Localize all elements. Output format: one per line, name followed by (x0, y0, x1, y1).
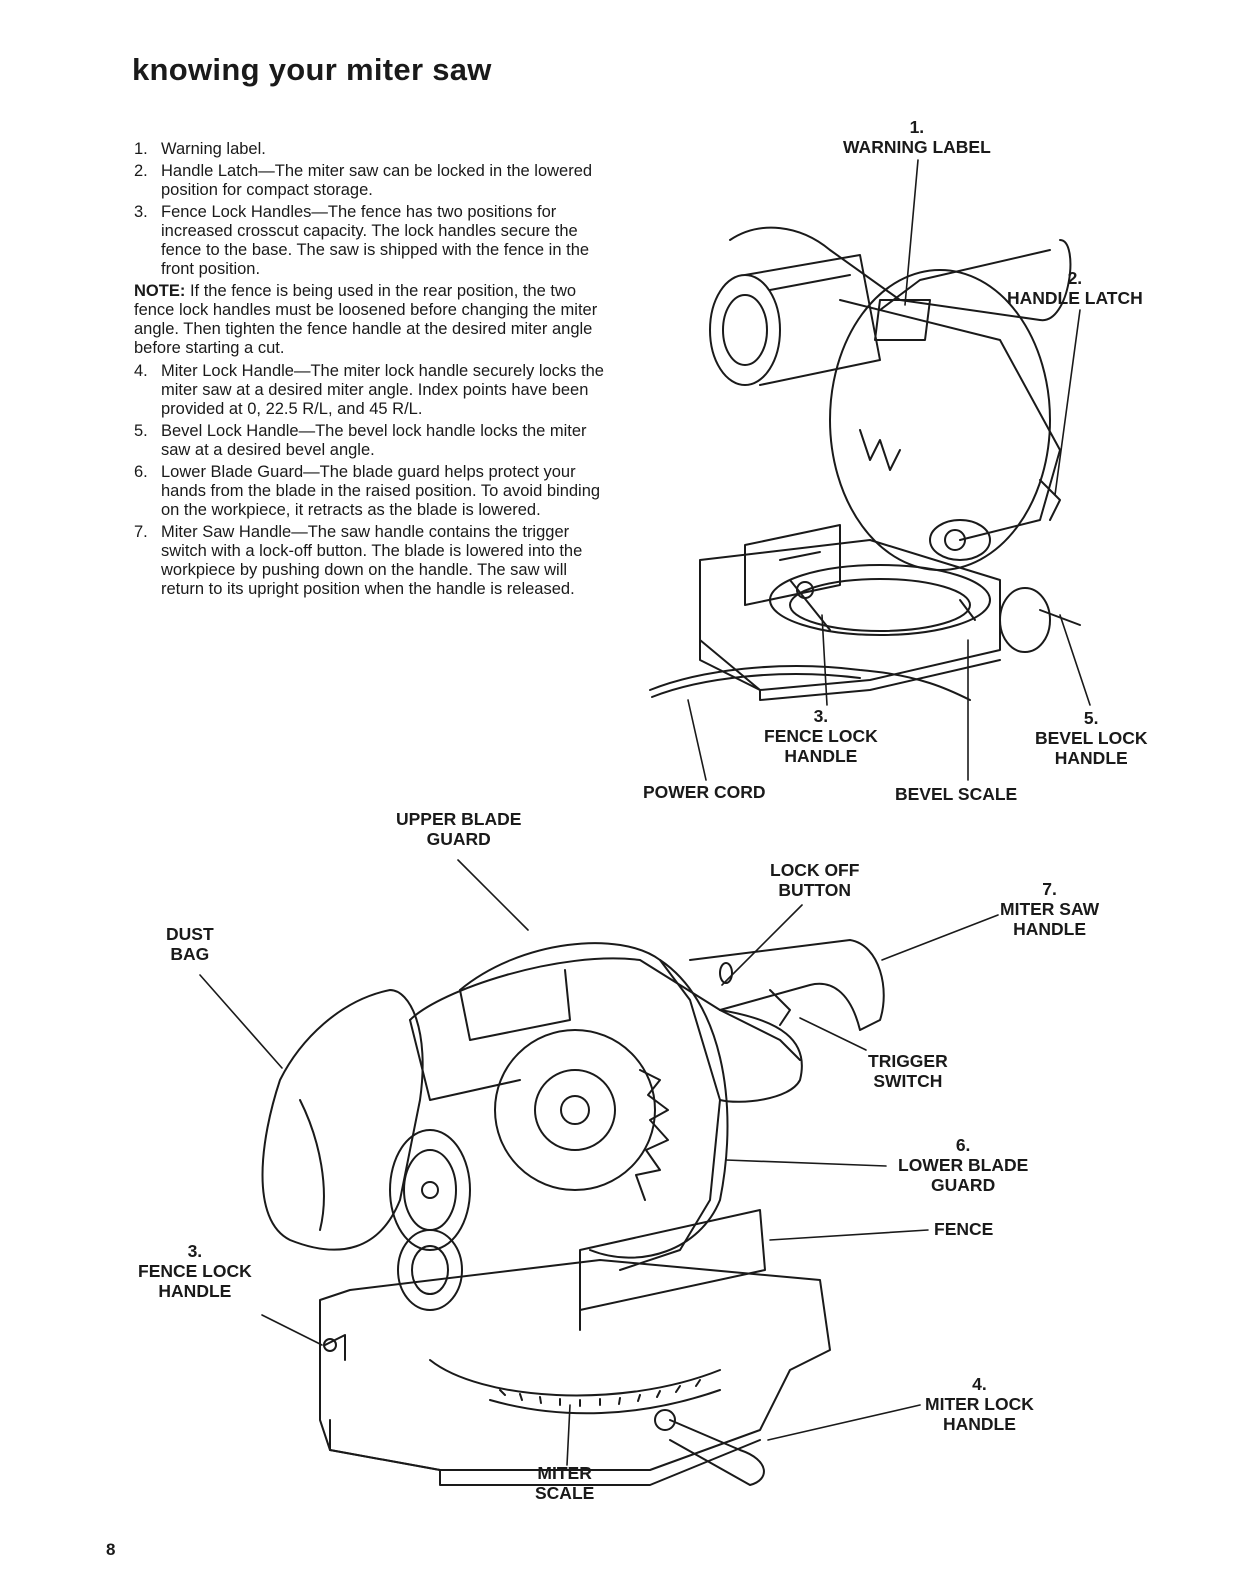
parts-list-1: 1. Warning label. 2. Handle Latch—The mite… (134, 140, 612, 279)
label-fence-lock-handle-top: 3. FENCE LOCK HANDLE (764, 706, 878, 766)
item-number: 2. (134, 162, 148, 180)
callout-text: WARNING LABEL (843, 137, 991, 157)
callout-text: BUTTON (778, 880, 852, 900)
item-number: 5. (134, 422, 148, 440)
item-number: 3. (134, 203, 148, 221)
callout-number: 7. (1042, 879, 1057, 899)
label-bevel-lock-handle: 5. BEVEL LOCK HANDLE (1035, 708, 1147, 768)
callout-text: HANDLE (1054, 748, 1128, 768)
item-number: 4. (134, 362, 148, 380)
callout-text: BAG (170, 944, 210, 964)
callout-number: 4. (972, 1374, 987, 1394)
label-warning-label: 1. WARNING LABEL (843, 117, 991, 157)
label-trigger-switch: TRIGGER SWITCH (868, 1051, 948, 1091)
label-miter-lock-handle: 4. MITER LOCK HANDLE (925, 1374, 1034, 1434)
item-number: 7. (134, 523, 148, 541)
callout-text: BEVEL LOCK (1035, 728, 1148, 748)
item-text: Warning label. (161, 140, 266, 158)
item-text: Miter Saw Handle—The saw handle contains… (161, 523, 583, 598)
list-item: 5. Bevel Lock Handle—The bevel lock handl… (134, 422, 612, 460)
list-item: 1. Warning label. (134, 140, 612, 159)
label-lower-blade-guard: 6. LOWER BLADE GUARD (898, 1135, 1028, 1195)
item-number: 1. (134, 140, 148, 158)
callout-number: 2. (1067, 268, 1083, 288)
label-miter-saw-handle: 7. MITER SAW HANDLE (1000, 879, 1099, 939)
callout-text: MITER SAW (1000, 899, 1100, 919)
callout-text: FENCE LOCK (764, 726, 878, 746)
callout-text: MITER LOCK (925, 1394, 1034, 1414)
callout-text: LOCK OFF (770, 860, 860, 880)
list-item: 7. Miter Saw Handle—The saw handle contai… (134, 523, 612, 599)
label-upper-blade-guard: UPPER BLADE GUARD (396, 809, 521, 849)
callout-text: TRIGGER (868, 1051, 948, 1071)
callout-text: HANDLE (784, 746, 858, 766)
top-saw-illustration (649, 226, 1081, 701)
callout-number: 5. (1083, 708, 1099, 728)
item-text: Bevel Lock Handle—The bevel lock handle … (161, 422, 587, 459)
callout-text: HANDLE (1013, 919, 1087, 939)
top-leader-lines (687, 159, 1091, 781)
callout-text: MITER (537, 1463, 592, 1483)
label-power-cord: POWER CORD (643, 782, 766, 802)
item-text: Handle Latch—The miter saw can be locked… (161, 162, 593, 199)
item-text: Miter Lock Handle—The miter lock handle … (161, 362, 604, 418)
callout-text: HANDLE LATCH (1007, 288, 1143, 308)
callout-text: SWITCH (873, 1071, 943, 1091)
note-text: If the fence is being used in the rear p… (134, 282, 598, 357)
callout-text: BEVEL SCALE (895, 784, 1018, 804)
page-title: knowing your miter saw (132, 52, 492, 87)
note-paragraph: NOTE: If the fence is being used in the … (134, 282, 612, 358)
label-fence-lock-handle-bottom: 3. FENCE LOCK HANDLE (138, 1241, 252, 1301)
callout-text: UPPER BLADE (396, 809, 522, 829)
label-handle-latch: 2. HANDLE LATCH (1007, 268, 1143, 308)
callout-number: 3. (813, 706, 829, 726)
callout-number: 3. (187, 1241, 203, 1261)
callout-text: FENCE LOCK (138, 1261, 252, 1281)
item-text: Fence Lock Handles—The fence has two pos… (161, 203, 590, 278)
callout-text: DUST (166, 924, 214, 944)
note-label: NOTE: (134, 282, 186, 300)
callout-text: FENCE (934, 1219, 994, 1239)
callout-text: GUARD (931, 1175, 996, 1195)
item-text: Lower Blade Guard—The blade guard helps … (161, 463, 601, 519)
label-bevel-scale: BEVEL SCALE (895, 784, 1017, 804)
page-number: 8 (106, 1540, 116, 1559)
callout-number: 1. (909, 117, 925, 137)
callout-text: HANDLE (942, 1414, 1016, 1434)
parts-description: 1. Warning label. 2. Handle Latch—The mite… (134, 140, 612, 602)
bottom-saw-illustration (261, 939, 885, 1486)
parts-list-2: 4. Miter Lock Handle—The miter lock handl… (134, 362, 612, 599)
callout-text: POWER CORD (643, 782, 766, 802)
item-number: 6. (134, 463, 148, 481)
label-fence: FENCE (934, 1219, 993, 1239)
callout-text: GUARD (426, 829, 491, 849)
callout-text: HANDLE (158, 1281, 232, 1301)
bottom-leader-lines (199, 859, 999, 1466)
label-dust-bag: DUST BAG (166, 924, 214, 964)
callout-number: 6. (955, 1135, 971, 1155)
label-miter-scale: MITER SCALE (535, 1463, 594, 1503)
label-lock-off-button: LOCK OFF BUTTON (770, 860, 859, 900)
callout-text: LOWER BLADE (898, 1155, 1029, 1175)
list-item: 2. Handle Latch—The miter saw can be lock… (134, 162, 612, 200)
callout-text: SCALE (535, 1483, 595, 1503)
list-item: 6. Lower Blade Guard—The blade guard help… (134, 463, 612, 520)
list-item: 3. Fence Lock Handles—The fence has two p… (134, 203, 612, 279)
list-item: 4. Miter Lock Handle—The miter lock handl… (134, 362, 612, 419)
